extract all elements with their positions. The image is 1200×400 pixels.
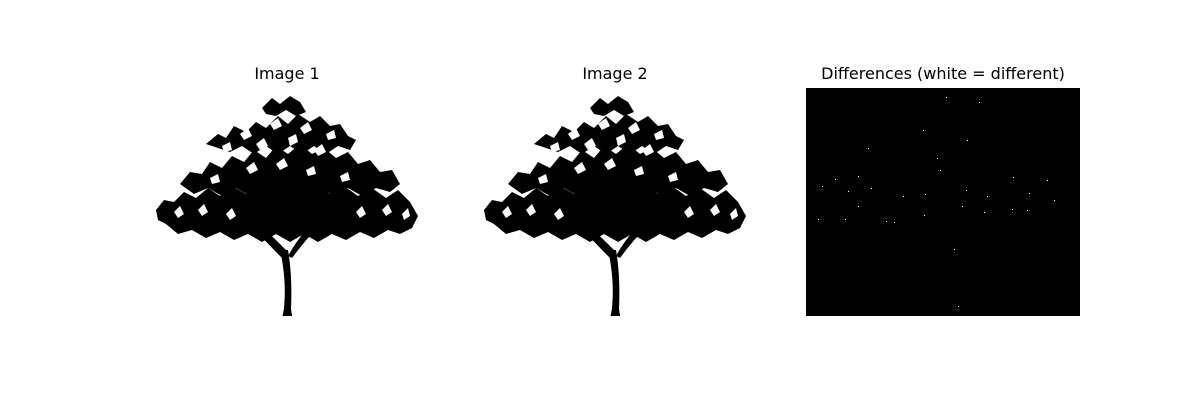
image-2-panel: Image 2 (478, 62, 752, 318)
image-1-tree (150, 88, 424, 316)
image-1-title: Image 1 (254, 64, 320, 83)
image-1-panel: Image 1 (150, 62, 424, 318)
differences-panel: Differences (white = different) (806, 62, 1080, 318)
difference-pixels (818, 97, 1055, 307)
differences-title: Differences (white = different) (821, 64, 1065, 83)
difference-map (806, 88, 1080, 316)
image-2-tree (478, 88, 752, 316)
image-2-title: Image 2 (582, 64, 648, 83)
